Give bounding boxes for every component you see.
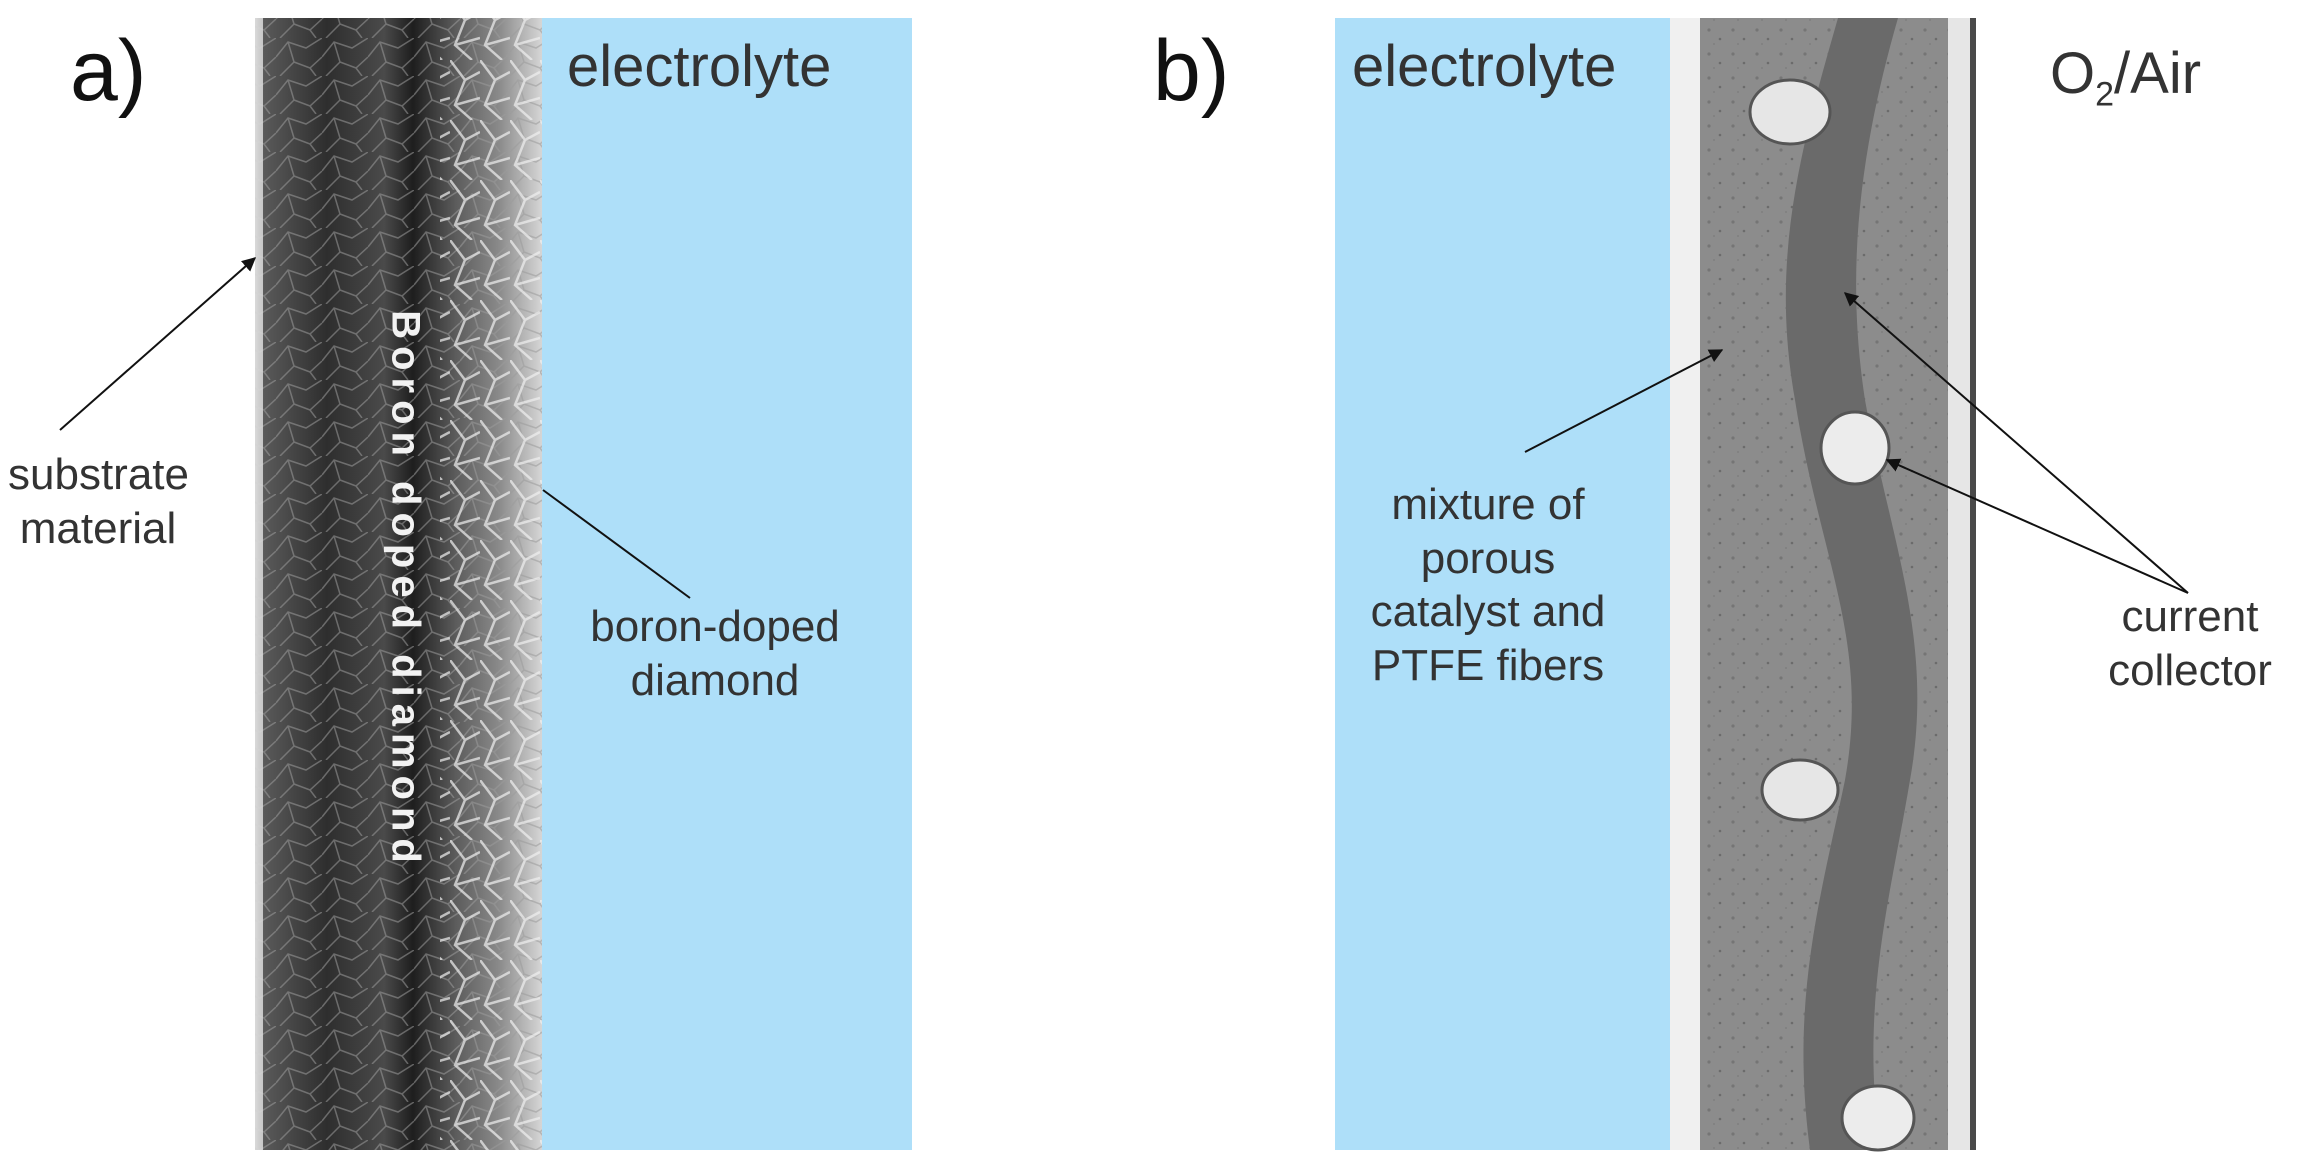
panel-a-electrolyte-label: electrolyte — [567, 34, 832, 99]
current-collector-label: current collector — [2080, 590, 2300, 697]
panel-b-sem-image — [1670, 18, 1976, 1152]
collector-label-line2: collector — [2108, 645, 2272, 695]
mixture-line-1: mixture of — [1391, 480, 1585, 529]
bdd-label-line1: boron-doped — [590, 602, 840, 651]
mixture-arrow — [1524, 349, 1724, 453]
bdd-pointer — [542, 489, 691, 599]
panel-a-vertical-film-label: Boron doped diamond — [383, 310, 428, 870]
gas-prefix: O — [2050, 41, 2096, 106]
substrate-label-line1: substrate — [8, 450, 189, 499]
collector-arrow-upper — [1843, 292, 2189, 594]
bdd-label-line2: diamond — [630, 655, 800, 705]
gas-subscript: 2 — [2095, 75, 2115, 114]
mixture-line-4: PTFE fibers — [1371, 641, 1605, 691]
catalyst-mixture-label: mixture of porous catalyst and PTFE fibe… — [1338, 478, 1638, 693]
panel-b-label: b) — [1153, 23, 1230, 119]
collector-label-line1: current — [2121, 592, 2259, 641]
substrate-material-label: substrate material — [8, 448, 189, 555]
collector-arrow-lower — [1885, 458, 2189, 594]
panel-a-electrolyte-region — [542, 18, 912, 1150]
boron-doped-diamond-label: boron-doped diamond — [570, 600, 860, 707]
mixture-line-2: porous — [1420, 533, 1556, 583]
gas-suffix: /Air — [2114, 41, 2202, 106]
panel-b-electrolyte-region — [1335, 18, 1670, 1150]
oxygen-air-label: O2/Air — [2050, 45, 2201, 112]
substrate-label-line2: material — [19, 503, 177, 553]
substrate-arrow — [59, 257, 257, 431]
panel-a-label: a) — [70, 23, 147, 119]
mixture-line-3: catalyst and — [1370, 587, 1606, 637]
panel-a-sem-image — [255, 18, 542, 1150]
panel-b-electrolyte-label: electrolyte — [1352, 34, 1617, 99]
